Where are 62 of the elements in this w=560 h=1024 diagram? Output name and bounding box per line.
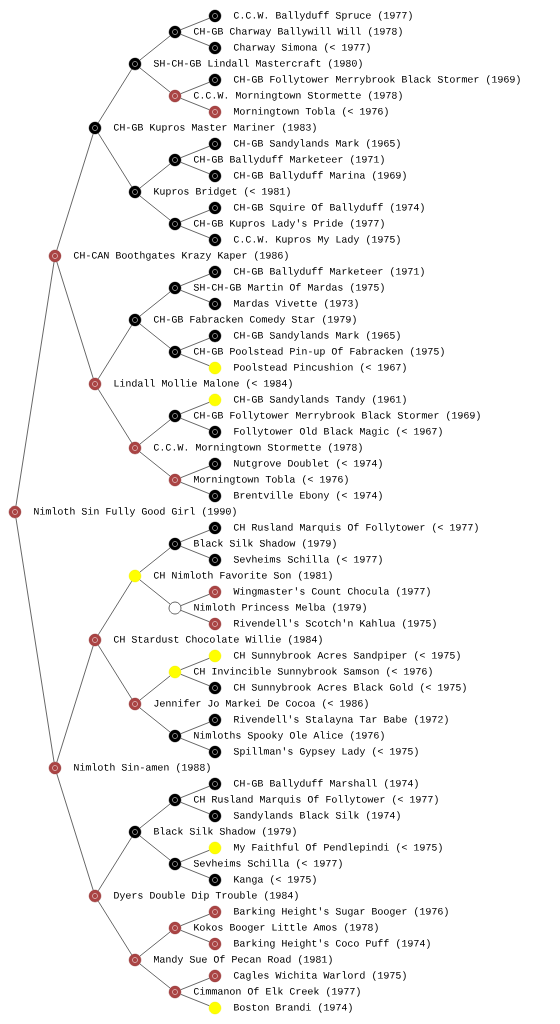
connector-line bbox=[180, 226, 210, 238]
connector-line bbox=[180, 354, 210, 366]
connector-line bbox=[180, 658, 210, 670]
connector-line bbox=[180, 850, 210, 862]
connector-line bbox=[180, 786, 210, 798]
connector-line bbox=[180, 978, 210, 990]
connector-line bbox=[180, 802, 210, 814]
connector-line bbox=[180, 594, 210, 606]
connector-line bbox=[180, 674, 210, 686]
connector-line bbox=[180, 338, 210, 350]
connector-line bbox=[139, 323, 171, 349]
connector-line bbox=[98, 132, 132, 188]
connector-line bbox=[180, 34, 210, 46]
connector-line bbox=[180, 418, 210, 430]
connector-line bbox=[139, 579, 171, 605]
connector-line bbox=[180, 402, 210, 414]
connector-line bbox=[139, 835, 171, 861]
connector-line bbox=[98, 68, 132, 124]
connector-line bbox=[180, 82, 210, 94]
connector-line bbox=[139, 451, 171, 477]
connector-line bbox=[180, 994, 210, 1006]
connector-line bbox=[56, 261, 94, 379]
connector-line bbox=[139, 67, 171, 93]
connector-line bbox=[180, 482, 210, 494]
connector-line bbox=[180, 274, 210, 286]
connector-line bbox=[139, 675, 171, 701]
connector-line bbox=[139, 35, 171, 61]
connector-line bbox=[139, 547, 171, 573]
connector-line bbox=[139, 163, 171, 189]
connector-line bbox=[139, 963, 171, 989]
connector-line bbox=[56, 773, 94, 891]
connector-line bbox=[98, 644, 132, 700]
connector-line bbox=[180, 530, 210, 542]
connector-line bbox=[98, 836, 132, 892]
connector-line bbox=[139, 291, 171, 317]
connector-line bbox=[98, 900, 132, 956]
connector-line bbox=[180, 930, 210, 942]
connector-line bbox=[180, 738, 210, 750]
connector-line bbox=[98, 388, 132, 444]
connector-line bbox=[56, 645, 94, 763]
connector-line bbox=[180, 210, 210, 222]
connector-line bbox=[139, 707, 171, 733]
connector-line bbox=[15, 261, 55, 507]
connector-line bbox=[180, 146, 210, 158]
connector-line bbox=[98, 324, 132, 380]
connector-line bbox=[180, 610, 210, 622]
connector-line bbox=[15, 517, 55, 763]
connector-line bbox=[180, 466, 210, 478]
connector-line bbox=[139, 803, 171, 829]
connector-line bbox=[180, 722, 210, 734]
connector-line bbox=[139, 419, 171, 445]
connector-line bbox=[56, 133, 94, 251]
connector-line bbox=[180, 290, 210, 302]
connector-line bbox=[98, 580, 132, 636]
connector-line bbox=[180, 98, 210, 110]
connector-line bbox=[180, 18, 210, 30]
connector-line bbox=[139, 931, 171, 957]
connector-line bbox=[139, 195, 171, 221]
connector-line bbox=[180, 914, 210, 926]
connector-line bbox=[180, 546, 210, 558]
connector-line bbox=[180, 162, 210, 174]
connector-line bbox=[180, 866, 210, 878]
